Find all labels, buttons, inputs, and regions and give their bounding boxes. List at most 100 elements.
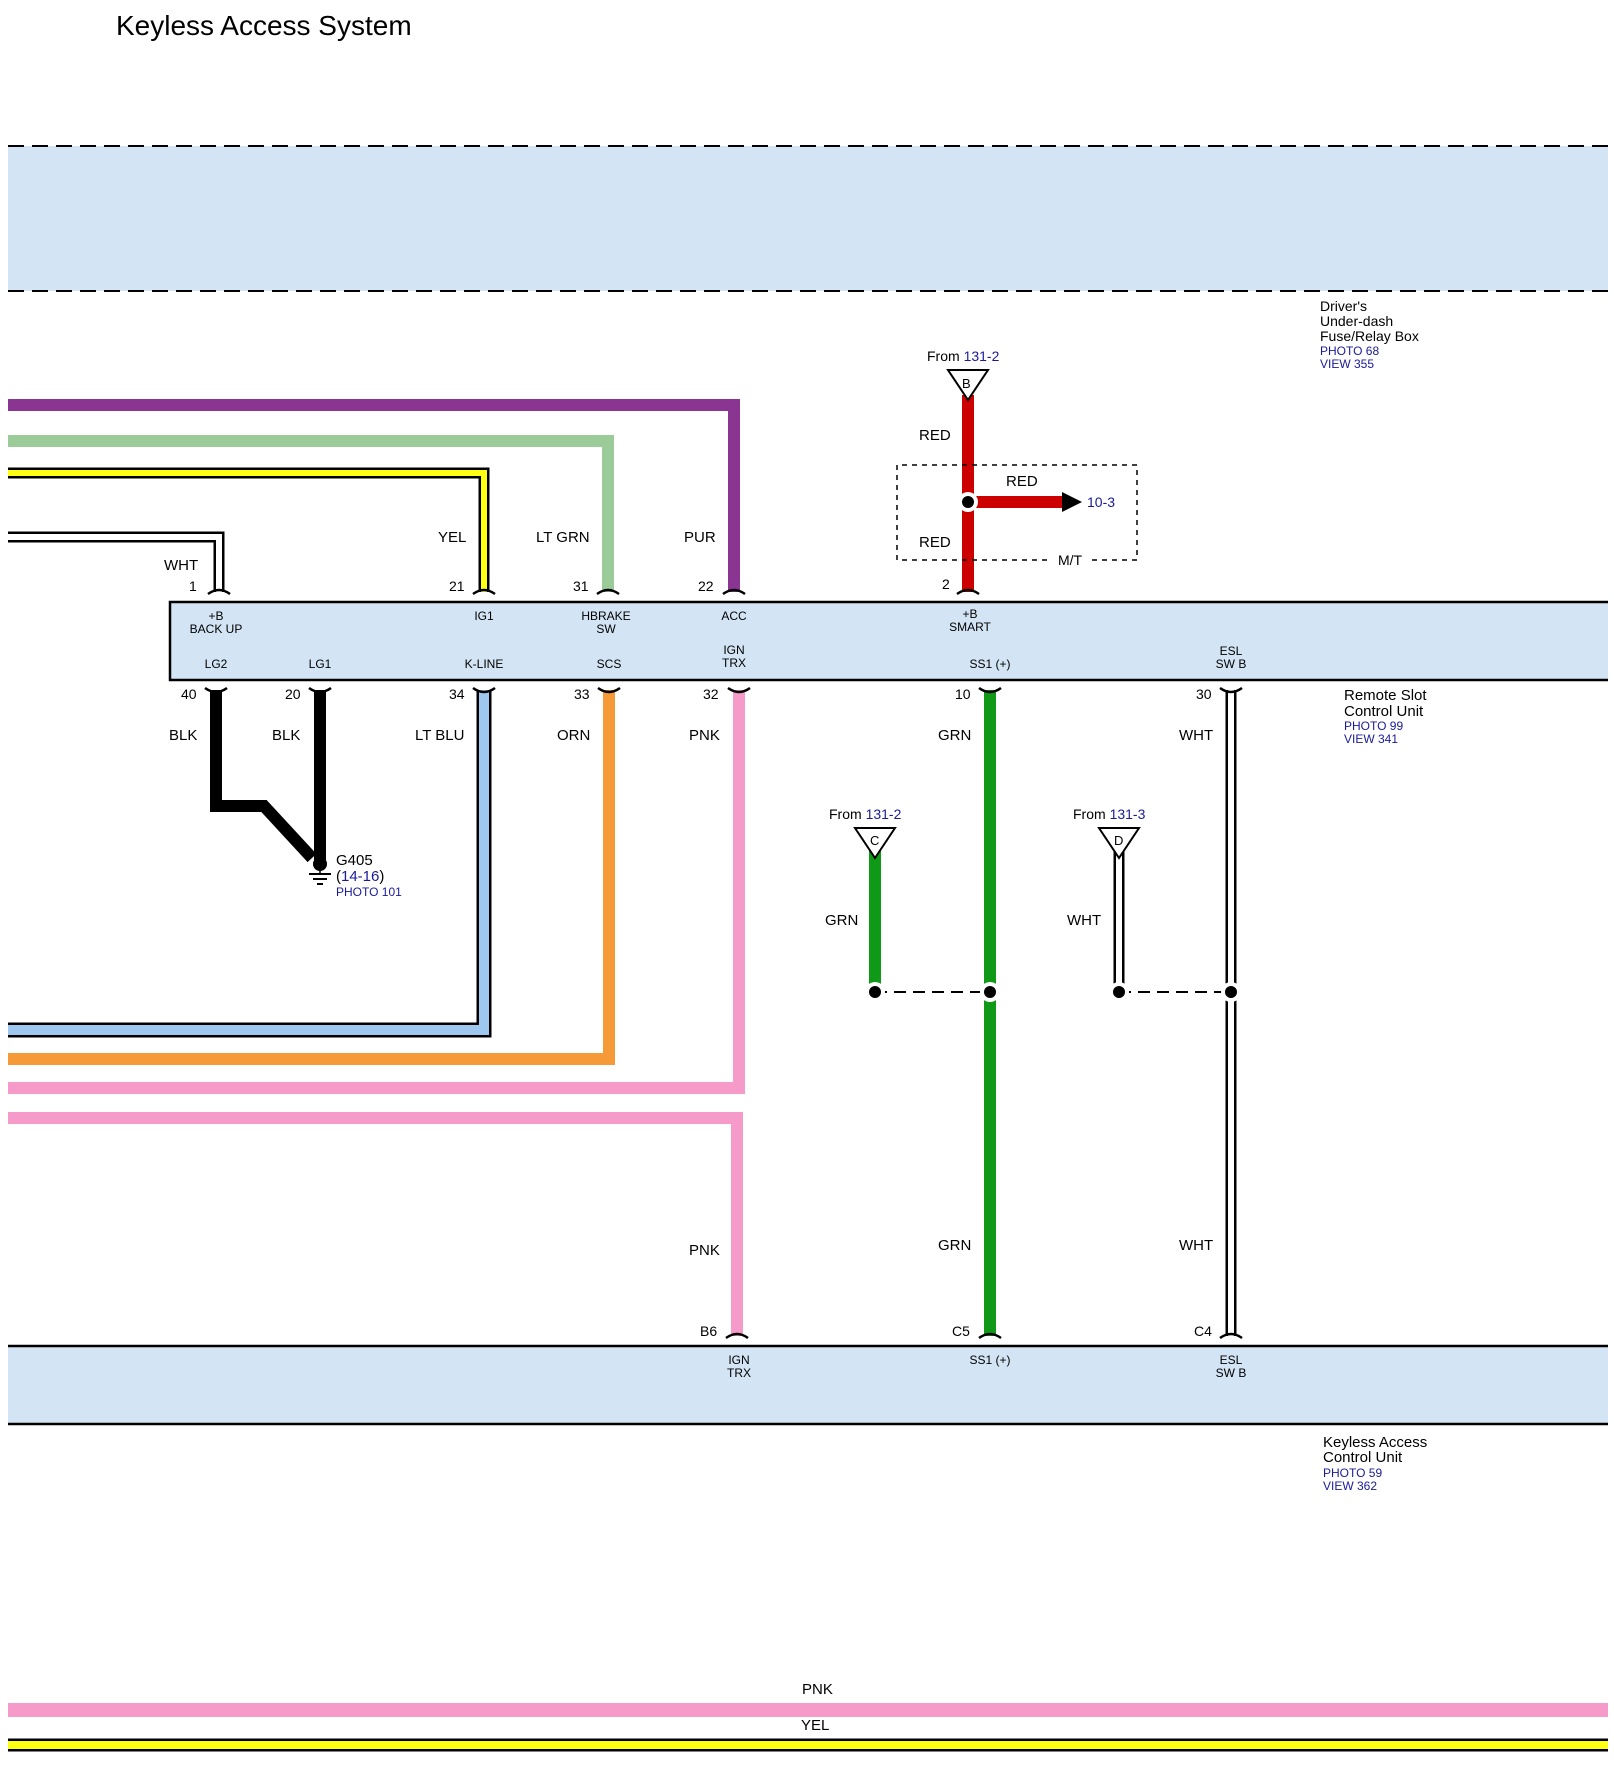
wire-blk-lg2[interactable] xyxy=(210,690,317,863)
page-title: Keyless Access System xyxy=(116,10,412,41)
connector-d-letter: D xyxy=(1114,833,1123,848)
mt-option-box xyxy=(896,464,1138,561)
wire-yel[interactable] xyxy=(8,470,487,592)
wire-label-wht-backup: WHT xyxy=(164,557,198,574)
ground-g405-symbol xyxy=(309,857,331,885)
keyless-unit-photo-link[interactable]: PHOTO 59 xyxy=(1323,1466,1382,1480)
wire-pnk-ign-trx[interactable] xyxy=(8,690,745,1094)
pin-number-1: 1 xyxy=(189,578,197,594)
svg-text:K-LINE: K-LINE xyxy=(465,657,504,671)
bus-label-yel: YEL xyxy=(801,1717,829,1734)
keyless-unit-label: Keyless Access Control Unit PHOTO 59 VIE… xyxy=(1323,1434,1427,1493)
wire-label-red-lower: RED xyxy=(919,534,951,551)
wire-label-lt-grn: LT GRN xyxy=(536,529,590,546)
connector-b-triangle xyxy=(946,369,990,402)
svg-text:Control Unit: Control Unit xyxy=(1344,703,1424,720)
pin-number-10: 10 xyxy=(955,686,971,702)
wire-label-pur: PUR xyxy=(684,529,716,546)
pin-number-21: 21 xyxy=(449,578,465,594)
pin-number-20: 20 xyxy=(285,686,301,702)
svg-text:IGN: IGN xyxy=(728,1353,749,1367)
from-d-label: From 131-3 xyxy=(1073,806,1146,822)
wire-lt-blu[interactable] xyxy=(8,690,489,1035)
pin-number-33: 33 xyxy=(574,686,590,702)
wire-label-pnk-ign-trx: PNK xyxy=(689,727,720,744)
pin-number-b6: B6 xyxy=(700,1323,717,1339)
remote-slot-bottom-pin-caps xyxy=(204,686,1243,694)
wire-label-yel: YEL xyxy=(438,529,466,546)
svg-text:Keyless Access: Keyless Access xyxy=(1323,1434,1427,1451)
svg-text:SW: SW xyxy=(596,622,616,636)
remote-slot-unit-box xyxy=(170,602,1608,680)
remote-slot-unit-outline xyxy=(168,600,1608,682)
from-b-ref-link[interactable]: 131-2 xyxy=(964,348,1000,364)
wire-label-pnk-b6: PNK xyxy=(689,1242,720,1259)
pin-number-2: 2 xyxy=(942,576,950,592)
wire-label-wht-esl: WHT xyxy=(1179,727,1213,744)
svg-text:SCS: SCS xyxy=(597,657,622,671)
keyless-unit-pin-function-labels: IGN TRX SS1 (+) ESL SW B xyxy=(727,1353,1246,1380)
remote-slot-photo-link[interactable]: PHOTO 99 xyxy=(1344,719,1403,733)
top-pin-function-labels: +B BACK UP IG1 HBRAKE SW ACC +B SMART xyxy=(190,607,992,636)
wire-label-grn-c5: GRN xyxy=(938,1237,971,1254)
svg-text:BACK UP: BACK UP xyxy=(190,622,243,636)
pin-number-22: 22 xyxy=(698,578,714,594)
svg-text:SW B: SW B xyxy=(1216,657,1247,671)
wire-label-grn-from-c: GRN xyxy=(825,912,858,929)
svg-text:Driver's: Driver's xyxy=(1320,298,1367,314)
wire-orn[interactable] xyxy=(8,690,615,1065)
fuse-box-view-link[interactable]: VIEW 355 xyxy=(1320,357,1374,371)
keyless-unit-pin-caps xyxy=(725,1332,1243,1340)
svg-text:SS1 (+): SS1 (+) xyxy=(969,1353,1010,1367)
wire-label-lt-blu: LT BLU xyxy=(415,727,464,744)
svg-text:ACC: ACC xyxy=(721,609,747,623)
svg-text:SS1 (+): SS1 (+) xyxy=(969,657,1010,671)
fuse-box-label: Driver's Under-dash Fuse/Relay Box PHOTO… xyxy=(1320,298,1419,371)
ground-ref-link[interactable]: 14-16 xyxy=(341,868,379,885)
pin-number-40: 40 xyxy=(181,686,197,702)
svg-text:+B: +B xyxy=(208,609,223,623)
top-pin-caps xyxy=(207,588,980,596)
svg-text:ESL: ESL xyxy=(1220,1353,1243,1367)
wire-label-red-upper: RED xyxy=(919,427,951,444)
svg-text:+B: +B xyxy=(962,607,977,621)
connector-d-triangle xyxy=(1097,827,1141,860)
svg-text:TRX: TRX xyxy=(722,656,746,670)
from-d-ref-link[interactable]: 131-3 xyxy=(1110,806,1146,822)
wire-lt-grn[interactable] xyxy=(8,435,614,592)
svg-text:Control Unit: Control Unit xyxy=(1323,1449,1403,1466)
remote-slot-view-link[interactable]: VIEW 341 xyxy=(1344,732,1398,746)
svg-text:IG1: IG1 xyxy=(474,609,494,623)
keyless-unit-view-link[interactable]: VIEW 362 xyxy=(1323,1479,1377,1493)
wire-label-grn-ss1: GRN xyxy=(938,727,971,744)
svg-text:SMART: SMART xyxy=(949,620,991,634)
svg-text:LG1: LG1 xyxy=(309,657,332,671)
branch-ref-link[interactable]: 10-3 xyxy=(1087,494,1115,510)
from-c-ref-link[interactable]: 131-2 xyxy=(866,806,902,822)
fuse-box-band xyxy=(8,146,1608,291)
pin-number-32: 32 xyxy=(703,686,719,702)
wire-label-blk-lg2: BLK xyxy=(169,727,197,744)
connector-c-letter: C xyxy=(870,833,879,848)
pin-number-34: 34 xyxy=(449,686,465,702)
connector-b-letter: B xyxy=(962,376,971,391)
svg-text:IGN: IGN xyxy=(723,643,744,657)
fuse-box-photo-link[interactable]: PHOTO 68 xyxy=(1320,344,1379,358)
wire-label-wht-from-d: WHT xyxy=(1067,912,1101,929)
wire-pur[interactable] xyxy=(8,399,740,592)
wire-label-orn: ORN xyxy=(557,727,590,744)
svg-text:Fuse/Relay Box: Fuse/Relay Box xyxy=(1320,328,1419,344)
svg-text:Under-dash: Under-dash xyxy=(1320,313,1393,329)
from-c-label: From 131-2 xyxy=(829,806,902,822)
wire-lt-blu-outline xyxy=(8,690,492,1038)
wire-wht-backup[interactable] xyxy=(8,534,222,592)
from-b-label: From 131-2 xyxy=(927,348,1000,364)
remote-slot-label: Remote Slot Control Unit PHOTO 99 VIEW 3… xyxy=(1344,687,1427,746)
bus-label-pnk: PNK xyxy=(802,1681,833,1698)
svg-text:ESL: ESL xyxy=(1220,644,1243,658)
pin-number-c5: C5 xyxy=(952,1323,970,1339)
svg-text:TRX: TRX xyxy=(727,1366,751,1380)
wire-pnk-b6[interactable] xyxy=(8,1112,743,1336)
ground-photo-link[interactable]: PHOTO 101 xyxy=(336,885,402,899)
